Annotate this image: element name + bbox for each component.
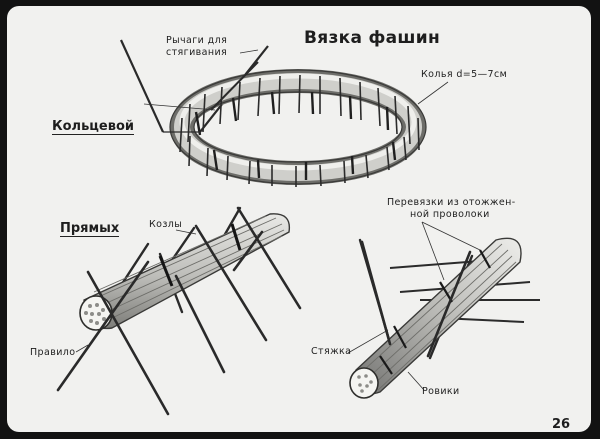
straight-fascine bbox=[56, 206, 302, 416]
levers-label-line1: Рычаги для bbox=[166, 35, 228, 46]
wire-label-line1: Перевязки из отожжен- bbox=[387, 197, 516, 208]
straight-section-label: Прямых bbox=[60, 221, 120, 237]
levers-label-line2: стягивания bbox=[166, 47, 228, 58]
rods-label: Ровики bbox=[422, 386, 460, 397]
tie-label: Стяжка bbox=[311, 346, 352, 357]
trestles-label: Козлы bbox=[149, 219, 183, 230]
rule-label: Правило bbox=[30, 347, 76, 358]
ring-fascine bbox=[119, 39, 449, 187]
page-number: 26 bbox=[552, 417, 571, 432]
wire-label-line2: ной проволоки bbox=[410, 209, 490, 220]
ring-stakes bbox=[179, 74, 420, 187]
page-title: Вязка фашин bbox=[304, 28, 441, 48]
wired-fascine bbox=[347, 221, 540, 399]
stakes-label: Колья d=5—7см bbox=[421, 69, 508, 80]
ring-section-label: Кольцевой bbox=[52, 119, 135, 135]
